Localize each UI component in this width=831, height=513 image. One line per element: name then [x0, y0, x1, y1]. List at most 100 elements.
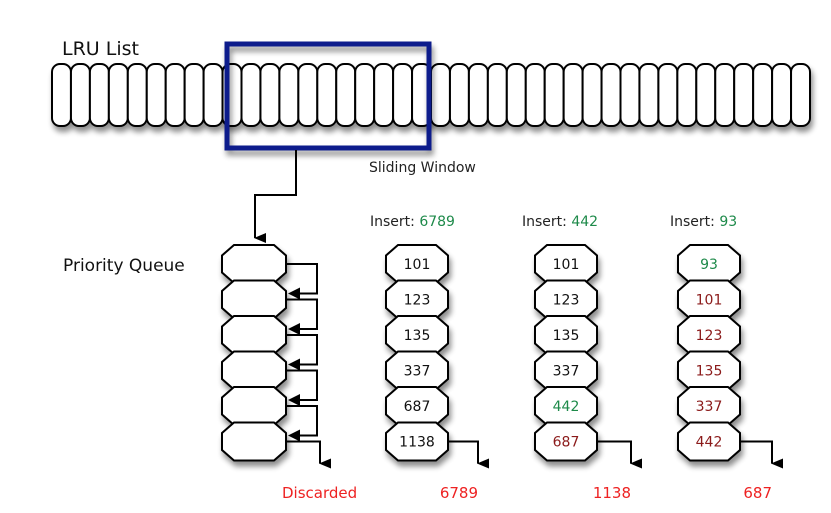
- priority-queue-slot: [221, 315, 287, 355]
- arrowhead-icon: [288, 429, 300, 442]
- lru-cell: [467, 63, 489, 127]
- lru-cell: [771, 63, 793, 127]
- priority-queue-title: Priority Queue: [63, 256, 185, 276]
- arrowhead-icon: [288, 287, 300, 300]
- lru-cell: [107, 63, 129, 127]
- shift-down-arrow: [286, 298, 318, 330]
- lru-cell: [164, 63, 186, 127]
- lru-cell: [657, 63, 679, 127]
- lru-list-title: LRU List: [62, 38, 139, 60]
- insert-steps: Insert: 678910112313533768711386789Inser…: [370, 214, 783, 502]
- queue-node-value: 123: [553, 293, 580, 309]
- queue-node-value: 135: [404, 328, 431, 344]
- queue-node: [677, 421, 741, 462]
- lru-cell: [183, 63, 205, 127]
- lru-cell: [354, 63, 376, 127]
- queue-node: [534, 421, 598, 462]
- arrowhead-icon: [288, 394, 300, 406]
- insert-prefix: Insert:: [370, 214, 419, 230]
- priority-queue-slot: [221, 279, 287, 320]
- lru-cell: [240, 63, 262, 127]
- lru-cell: [69, 63, 91, 127]
- priority-queue-slot: [221, 350, 287, 391]
- lru-cell: [430, 63, 451, 127]
- priority-queue: [221, 244, 331, 469]
- lru-cell: [392, 63, 414, 127]
- insert-label: Insert: 93: [670, 214, 737, 230]
- queue-node-value: 101: [696, 293, 723, 309]
- insert-value: 6789: [419, 214, 455, 230]
- discard-arrow: [448, 440, 489, 469]
- lru-cell: [638, 63, 660, 127]
- shift-down-arrow: [286, 334, 318, 366]
- lru-cell: [259, 63, 281, 127]
- shift-down-arrow: [286, 405, 318, 437]
- insert-label: Insert: 6789: [370, 214, 455, 230]
- lru-cell: [278, 63, 300, 127]
- queue-node-value: 687: [404, 399, 431, 415]
- sliding-window-frame[interactable]: [224, 41, 432, 151]
- priority-queue-slot: [221, 244, 287, 284]
- sliding-window-label: Sliding Window: [369, 160, 476, 176]
- lru-cell: [88, 63, 110, 127]
- lru-cell: [543, 63, 565, 127]
- discarded-value: 1138: [593, 484, 631, 502]
- queue-node-value: 442: [696, 435, 723, 451]
- lru-cell: [562, 63, 584, 127]
- discard-arrow: [740, 440, 783, 469]
- discard-arrow: [286, 440, 331, 469]
- queue-node: [385, 421, 449, 462]
- insert-prefix: Insert:: [670, 214, 719, 230]
- lru-cell: [752, 63, 774, 127]
- queue-node-value: 93: [700, 257, 718, 273]
- queue-node-value: 1138: [399, 435, 435, 451]
- arrowhead-icon: [288, 358, 300, 371]
- insert-prefix: Insert:: [522, 214, 571, 230]
- lru-cell: [790, 63, 811, 127]
- lru-cell: [51, 63, 72, 127]
- insert-step-1: Insert: 6789 101 123 135 337 687 1138 6789: [370, 214, 489, 502]
- priority-queue-slot: [221, 421, 287, 462]
- window-to-queue-arrow: [254, 150, 297, 243]
- queue-node-value: 123: [696, 328, 723, 344]
- lru-cell: [448, 63, 470, 127]
- lru-cell: [297, 63, 319, 127]
- lru-cell: [714, 63, 736, 127]
- lru-cell: [619, 63, 641, 127]
- lru-cell: [335, 63, 357, 127]
- lru-cell: [581, 63, 603, 127]
- shift-down-arrow: [286, 263, 318, 295]
- lru-cell: [600, 63, 622, 127]
- lru-cell: [486, 63, 508, 127]
- sliding-window[interactable]: [224, 41, 432, 151]
- insert-label: Insert: 442: [522, 214, 598, 230]
- queue-node-value: 687: [553, 435, 580, 451]
- lru-cell: [373, 63, 395, 127]
- discarded-label: Discarded: [282, 484, 357, 502]
- queue-node-value: 337: [553, 364, 580, 380]
- shift-down-arrow: [286, 369, 318, 401]
- queue-node-value: 337: [696, 399, 723, 415]
- insert-value: 93: [719, 214, 737, 230]
- lru-cell: [126, 63, 148, 127]
- lru-cell: [202, 63, 224, 127]
- queue-node-value: 337: [404, 364, 431, 380]
- queue-node-value: 123: [404, 293, 431, 309]
- discarded-value: 6789: [440, 484, 478, 502]
- lru-cell: [733, 63, 755, 127]
- queue-node-value: 442: [553, 399, 580, 415]
- queue-node-value: 135: [696, 364, 723, 380]
- discard-arrow: [597, 440, 642, 469]
- queue-node-value: 135: [553, 328, 580, 344]
- arrowhead-icon: [288, 323, 300, 335]
- lru-cell: [524, 63, 546, 127]
- lru-cell: [505, 63, 527, 127]
- lru-list: [51, 63, 811, 127]
- lru-cell: [695, 63, 717, 127]
- lru-cell: [145, 63, 167, 127]
- queue-node-value: 101: [553, 257, 580, 273]
- queue-node-value: 101: [404, 257, 431, 273]
- discarded-value: 687: [743, 484, 772, 502]
